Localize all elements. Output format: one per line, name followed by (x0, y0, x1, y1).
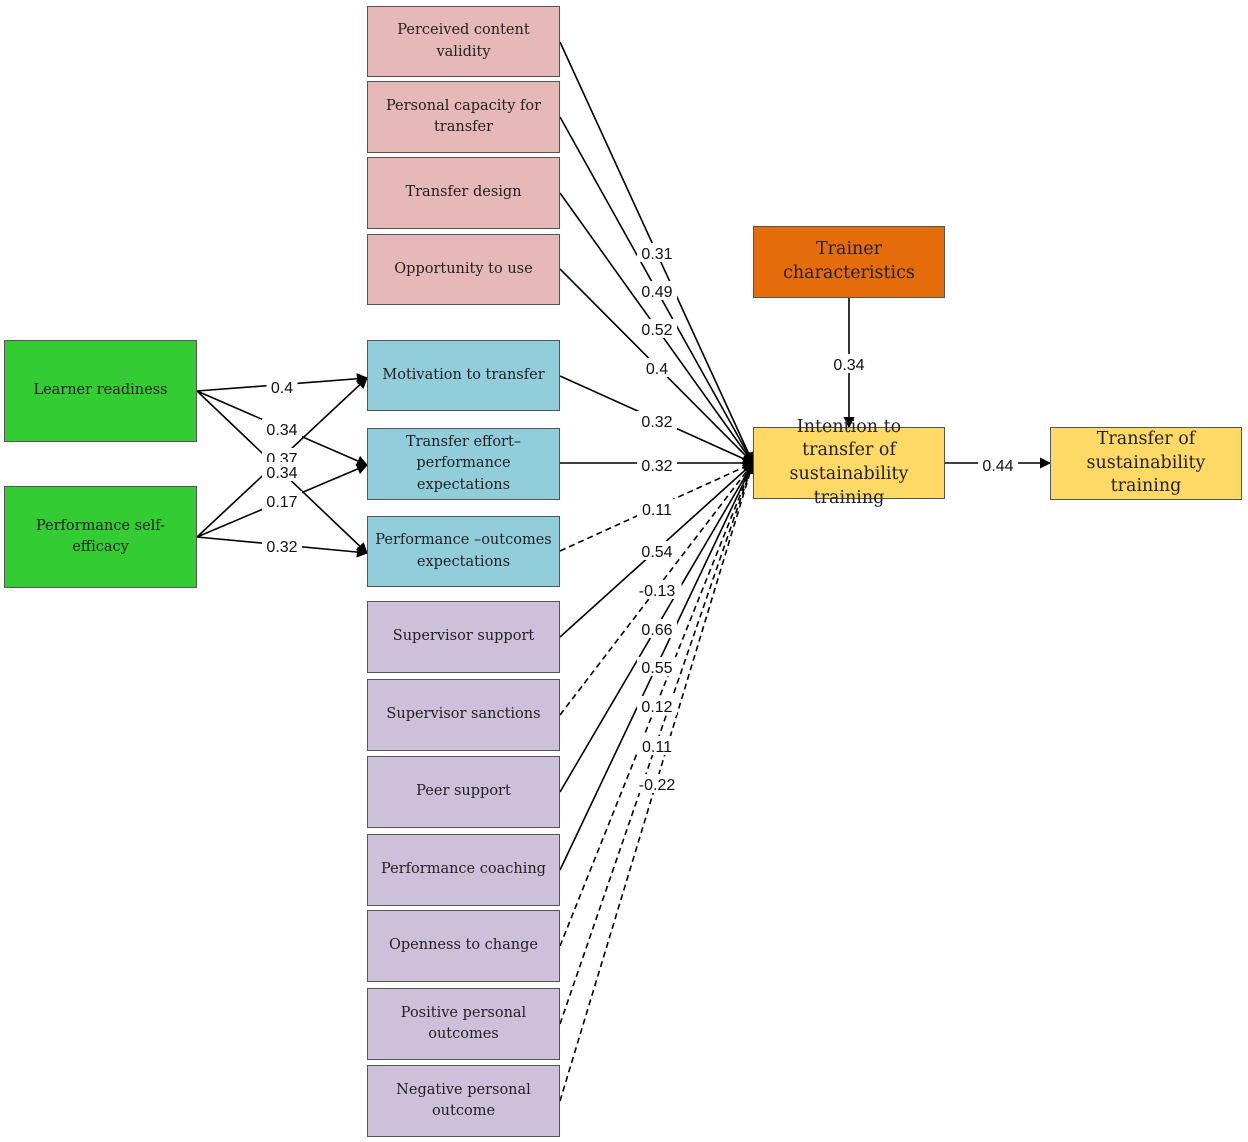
edge-label-background (637, 657, 677, 676)
edge-weight-label: 0.4 (646, 361, 668, 378)
edge-label-background (637, 319, 677, 338)
edge-performance-outcomes-to-intention-to-transfer (559, 462, 755, 552)
node-perceived-content-validity: Perceived content validity (367, 6, 560, 77)
node-motivation-to-transfer: Motivation to transfer (367, 340, 560, 411)
edge-weight-label: 0.34 (833, 357, 864, 374)
node-performance-outcomes-expectations: Performance –outcomes expectations (367, 516, 560, 587)
edge-label-background (641, 358, 673, 377)
edge-label-background (262, 536, 302, 555)
node-intention-to-transfer: Intention to transfer of sustainability … (753, 417, 945, 508)
edge-weight-label: 0.34 (266, 465, 297, 482)
edge-label-background (637, 411, 677, 430)
edge-label-background (637, 455, 677, 474)
edge-label-background (637, 281, 677, 300)
edge-weight-label: 0.11 (642, 739, 672, 756)
edge-label-background (262, 491, 302, 510)
edge-supervisor-sanctions-to-intention-to-transfer (559, 462, 754, 716)
edge-label-background (637, 736, 677, 755)
edge-weight-label: 0.17 (266, 494, 297, 511)
node-transfer-effort-performance-expectations: Transfer effort–performance expectations (367, 428, 560, 500)
edge-weight-label: 0.11 (642, 502, 672, 519)
edge-label-background (637, 541, 677, 560)
node-transfer-design: Transfer design (367, 157, 560, 229)
edge-weight-label: 0.44 (982, 458, 1013, 475)
edge-label-background (632, 580, 682, 599)
edge-positive-personal-outcomes-to-intention-to-transfer (559, 461, 756, 1025)
edge-weight-label: 0.52 (641, 322, 672, 339)
node-peer-support: Peer support (367, 756, 560, 828)
node-learner-readiness: Learner readiness (4, 340, 197, 442)
edge-weight-label: 0.66 (641, 622, 672, 639)
edge-weight-label: 0.32 (266, 539, 297, 556)
node-supervisor-support: Supervisor support (367, 601, 560, 673)
edge-weight-label: 0.34 (266, 422, 297, 439)
edge-weight-label: 0.32 (641, 458, 672, 475)
edge-label-background (637, 243, 677, 262)
node-positive-personal-outcomes: Positive personal outcomes (367, 988, 560, 1060)
node-trainer-characteristics: Trainer characteristics (753, 226, 945, 298)
edge-label-background (262, 462, 302, 481)
edge-label-background (637, 619, 677, 638)
edge-weight-label: -0.22 (639, 777, 676, 794)
node-personal-capacity-for-transfer: Personal capacity for transfer (367, 81, 560, 153)
node-performance-self-efficacy: Performance self-efficacy (4, 486, 197, 588)
node-transfer-of-sustainability-training: Transfer of sustainability training (1050, 427, 1242, 500)
node-openness-to-change: Openness to change (367, 910, 560, 982)
edge-weight-label: 0.32 (641, 414, 672, 431)
edge-label-background (262, 419, 302, 438)
edge-label-background (637, 696, 677, 715)
edge-weight-label: 0.12 (641, 699, 672, 716)
node-negative-personal-outcome: Negative personal outcome (367, 1065, 560, 1137)
edge-weight-label: -0.13 (639, 583, 676, 600)
edge-label-background (637, 499, 677, 518)
edge-weight-label: 0.31 (641, 246, 672, 263)
edge-label-background (829, 354, 869, 373)
node-performance-coaching: Performance coaching (367, 834, 560, 906)
node-supervisor-sanctions: Supervisor sanctions (367, 679, 560, 751)
edge-label-background (266, 377, 298, 396)
edge-weight-label: 0.49 (641, 284, 672, 301)
edge-label-background (632, 774, 682, 793)
edge-weight-label: 0.55 (641, 660, 672, 677)
edge-label-background (978, 455, 1018, 474)
node-opportunity-to-use: Opportunity to use (367, 234, 560, 305)
edge-weight-label: 0.4 (271, 380, 293, 397)
edge-weight-label: 0.54 (641, 544, 672, 561)
